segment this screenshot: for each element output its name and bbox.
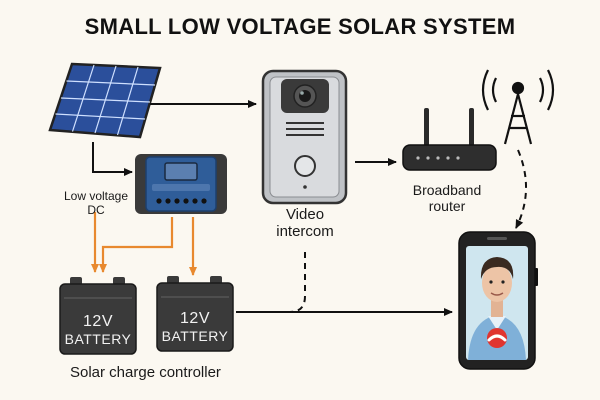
battery-1-label: 12V BATTERY <box>60 312 136 348</box>
battery-2-label: 12V BATTERY <box>157 309 233 345</box>
end-call-icon <box>487 328 507 348</box>
video-intercom-icon <box>261 69 348 205</box>
battery-1-text: BATTERY <box>64 331 132 348</box>
video-intercom-label: Video intercom <box>276 206 334 241</box>
solar-panel-icon <box>48 62 162 139</box>
intercom-to-network-dashed <box>289 252 306 313</box>
cell-tower-icon <box>481 69 555 145</box>
broadband-router-label: Broadband router <box>412 182 482 215</box>
battery-1-voltage: 12V <box>83 313 113 330</box>
battery-2-text: BATTERY <box>161 328 229 345</box>
router-icon <box>402 108 497 171</box>
panel-to-controller-wire <box>92 142 133 176</box>
dc-wire-2 <box>99 217 174 273</box>
tower-to-phone-dashed <box>515 149 527 229</box>
battery-2-voltage: 12V <box>180 310 210 327</box>
smartphone-icon <box>458 231 538 370</box>
battery-1-icon <box>59 277 137 355</box>
battery-2-icon <box>156 276 234 352</box>
page-title: SMALL LOW VOLTAGE SOLAR SYSTEM <box>84 14 516 39</box>
charge-controller-icon <box>135 154 227 214</box>
low-voltage-dc-label: Low voltage DC <box>63 189 129 217</box>
charge-controller-label: Solar charge controller <box>70 364 221 381</box>
